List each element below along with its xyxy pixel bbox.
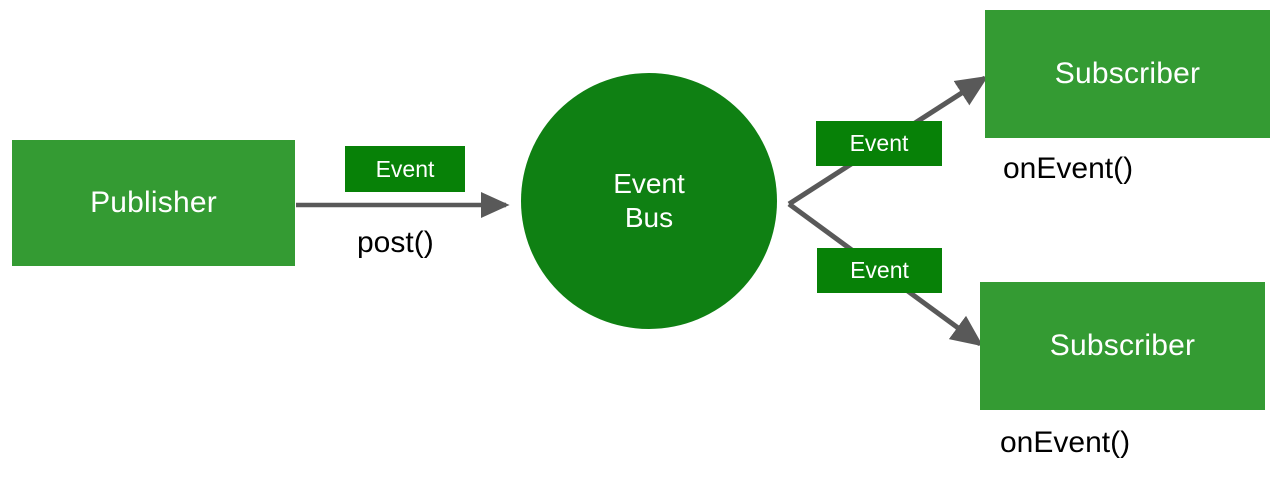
event-bus-label-line1: Event [613,167,685,199]
event-badge-subscriber-top-label: Event [849,130,909,156]
subscriber-top-node[interactable]: Subscriber [985,10,1270,138]
post-method-caption: post() [357,226,434,259]
event-badge-subscriber-top[interactable]: Event [816,121,942,166]
subscriber-top-label: Subscriber [1054,57,1201,90]
event-badge-publish[interactable]: Event [345,146,465,192]
onevent-method-caption-bottom: onEvent() [1000,426,1131,459]
event-badge-subscriber-bottom-label: Event [850,257,909,283]
subscriber-bottom-node[interactable]: Subscriber [980,282,1265,410]
publisher-label: Publisher [90,186,217,219]
event-badge-publish-label: Event [375,155,435,182]
subscriber-bottom-label: Subscriber [1049,329,1196,362]
event-badge-subscriber-bottom[interactable]: Event [817,248,942,293]
publisher-node[interactable]: Publisher [12,140,295,266]
event-bus-label-line2: Bus [624,202,674,233]
event-bus-node[interactable]: Event Bus [521,73,777,329]
onevent-method-caption-top: onEvent() [1003,152,1134,185]
